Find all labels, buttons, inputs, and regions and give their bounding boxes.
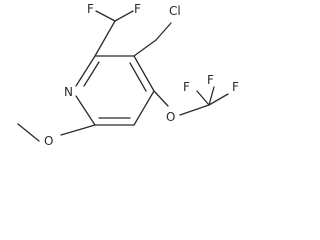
atom-f-cf3-right: F (232, 80, 239, 94)
atom-f-cf3-top: F (207, 73, 214, 87)
bond-cf3-f-left (196, 90, 210, 106)
bond-o-cf3 (179, 104, 210, 116)
bond-chf2-f-right (114, 10, 134, 22)
atom-f-chf2-left: F (87, 2, 94, 16)
bond-n-c2 (75, 55, 96, 87)
bond-c3-ch2 (133, 39, 157, 57)
molecule-structure: N F F Cl O O F F F (17, 2, 239, 148)
bond-ch2-cl (155, 22, 172, 41)
methoxy-group (17, 123, 96, 142)
bond-c6-o (60, 124, 96, 136)
structure-canvas: N F F Cl O O F F F (17, 2, 239, 148)
bond-chf2-f-left (95, 10, 116, 22)
bond-o-ch3 (17, 123, 40, 142)
bond-c3-c4 (133, 55, 155, 92)
atom-cl: Cl (169, 4, 181, 18)
bond-c6-n (75, 95, 96, 126)
bond-cf3-f-right (208, 93, 229, 106)
atom-n: N (64, 85, 73, 99)
bond-cf3-f-top (208, 86, 215, 106)
double-bond-c3-c4-inner (129, 62, 147, 92)
atom-f-cf3-left: F (183, 80, 190, 94)
pyridine-ring (75, 55, 155, 126)
atom-o-ocf3: O (166, 110, 175, 124)
trifluoromethoxy-group (153, 86, 229, 116)
difluoromethyl-group (94, 10, 134, 57)
bond-c4-c5 (133, 90, 155, 126)
chloromethyl-group (133, 22, 172, 57)
atom-f-chf2-right: F (134, 2, 141, 16)
bond-c2-chf2 (94, 20, 116, 57)
atom-o-methoxy: O (44, 134, 53, 148)
double-bond-n-c2-inner (83, 61, 100, 87)
bond-c4-o (153, 90, 169, 107)
